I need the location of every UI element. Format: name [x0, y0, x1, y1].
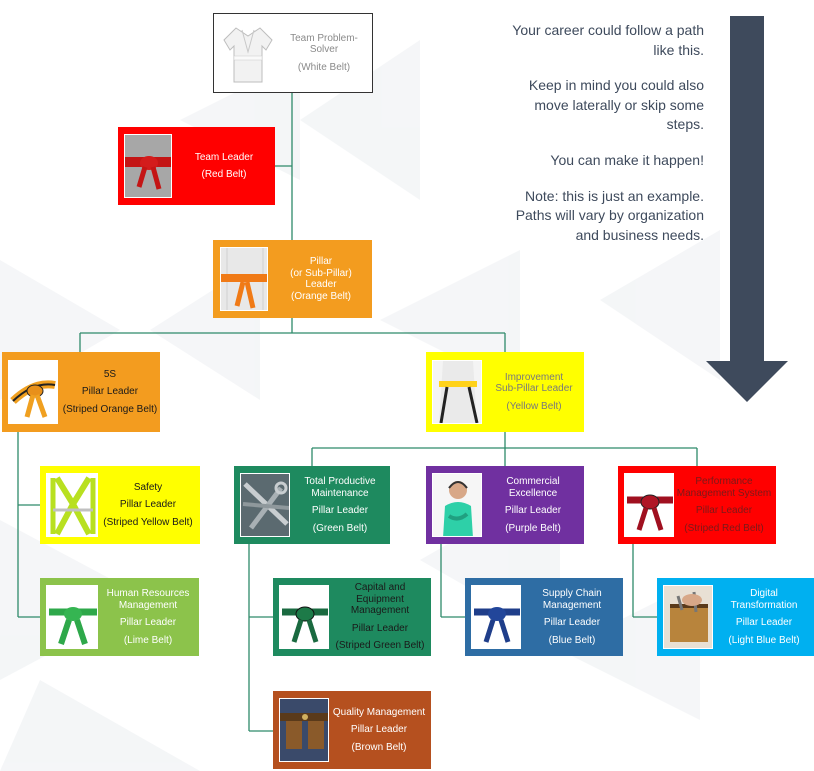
blue-belt-icon	[471, 585, 521, 649]
node-white-line1: Team Problem-	[290, 32, 358, 44]
down-arrow-icon	[706, 16, 788, 402]
node-improvement-line1: Improvement	[504, 371, 564, 383]
node-perf-belt: (Striped Red Belt)	[684, 522, 764, 534]
node-safety-belt: (Striped Yellow Belt)	[103, 516, 193, 528]
side-note: Your career could follow a path like thi…	[504, 21, 704, 261]
node-hr-line2: Management	[118, 599, 178, 611]
node-capital-belt: (Striped Green Belt)	[335, 640, 425, 652]
white-karate-gi-icon	[222, 22, 274, 86]
node-team-problem-solver: Team Problem- Solver (White Belt)	[213, 13, 373, 93]
node-commercial-line3: Pillar Leader	[504, 505, 562, 516]
node-orange-belt: (Orange Belt)	[290, 290, 352, 302]
node-digital-line3: Pillar Leader	[735, 617, 793, 628]
node-quality-line1: Quality Management	[332, 706, 426, 718]
yellow-belt-icon	[432, 360, 482, 424]
node-safety: Safety Pillar Leader (Striped Yellow Bel…	[40, 466, 200, 544]
node-digital-belt: (Light Blue Belt)	[728, 634, 800, 646]
node-digital-line2: Transformation	[730, 599, 798, 611]
node-capital-equipment: Capital and Equipment Management Pillar …	[273, 578, 431, 656]
node-orange-line1: Pillar	[309, 256, 333, 267]
red-belt-icon	[124, 134, 172, 198]
side-note-4: Note: this is just an example. Paths wil…	[515, 187, 704, 243]
node-commercial-excellence: Commercial Excellence Pillar Leader (Pur…	[426, 466, 584, 544]
node-quality-belt: (Brown Belt)	[351, 741, 407, 753]
wrench-tools-icon	[240, 473, 290, 537]
node-5s-line2: Pillar Leader	[81, 386, 139, 398]
striped-orange-belt-icon	[8, 360, 58, 424]
node-hr-line3: Pillar Leader	[119, 617, 177, 628]
node-5s: 5S Pillar Leader (Striped Orange Belt)	[2, 352, 160, 432]
node-improvement: Improvement Sub-Pillar Leader (Yellow Be…	[426, 352, 584, 432]
node-capital-line3: Management	[350, 605, 410, 617]
striped-red-belt-icon	[624, 473, 674, 537]
node-improvement-belt: (Yellow Belt)	[506, 400, 562, 412]
node-pillar-leader: Pillar (or Sub-Pillar) Leader (Orange Be…	[213, 240, 372, 318]
node-commercial-line1: Commercial	[506, 476, 560, 487]
node-tpm-line1: Total Productive	[304, 476, 376, 487]
striped-green-belt-icon	[279, 585, 329, 649]
node-capital-line2: Equipment	[356, 593, 404, 605]
node-white-line2: Solver	[309, 44, 339, 56]
node-orange-line3: Leader	[305, 279, 337, 290]
lime-belt-icon	[46, 585, 98, 649]
node-capital-line1: Capital and	[354, 582, 406, 594]
node-supply-line3: Pillar Leader	[543, 617, 601, 628]
node-digital-line1: Digital	[750, 588, 778, 599]
side-note-1: Your career could follow a path like thi…	[512, 22, 704, 58]
node-quality-management: Quality Management Pillar Leader (Brown …	[273, 691, 431, 769]
node-capital-line4: Pillar Leader	[351, 622, 409, 634]
side-note-2: Keep in mind you could also move lateral…	[528, 77, 704, 133]
node-improvement-line2: Sub-Pillar Leader	[495, 383, 573, 395]
node-performance-management: Performance Management System Pillar Lea…	[618, 466, 776, 544]
node-commercial-belt: (Purple Belt)	[505, 522, 561, 534]
node-red-belt: (Red Belt)	[201, 169, 247, 180]
node-supply-line2: Management	[542, 599, 602, 611]
node-tpm-belt: (Green Belt)	[312, 522, 368, 534]
node-safety-line1: Safety	[133, 481, 163, 493]
orange-belt-icon	[220, 247, 268, 311]
node-perf-line3: Pillar Leader	[695, 505, 753, 516]
node-orange-line2: (or Sub-Pillar)	[290, 267, 352, 279]
tool-belt-icon	[663, 585, 713, 649]
node-supply-line1: Supply Chain	[542, 588, 602, 599]
node-tpm-line2: Maintenance	[311, 487, 369, 499]
node-commercial-line2: Excellence	[508, 487, 558, 499]
node-5s-belt: (Striped Orange Belt)	[62, 403, 158, 415]
node-red-line1: Team Leader	[194, 151, 254, 163]
brown-tool-belt-icon	[279, 698, 329, 762]
node-safety-line2: Pillar Leader	[119, 499, 177, 511]
node-quality-line2: Pillar Leader	[350, 724, 408, 736]
node-tpm: Total Productive Maintenance Pillar Lead…	[234, 466, 390, 544]
node-hr-belt: (Lime Belt)	[123, 634, 173, 646]
node-human-resources: Human Resources Management Pillar Leader…	[40, 578, 199, 656]
safety-vest-icon	[46, 473, 98, 537]
person-headset-icon	[432, 473, 482, 537]
node-perf-line2: Management System	[676, 487, 772, 499]
node-supply-belt: (Blue Belt)	[548, 634, 596, 646]
node-digital-transformation: Digital Transformation Pillar Leader (Li…	[657, 578, 814, 656]
node-5s-line1: 5S	[103, 368, 117, 380]
node-white-belt: (White Belt)	[297, 61, 351, 73]
node-team-leader: Team Leader (Red Belt)	[118, 127, 275, 205]
node-hr-line1: Human Resources	[106, 588, 190, 599]
side-note-3: You can make it happen!	[550, 151, 704, 168]
node-perf-line1: Performance	[695, 476, 753, 487]
node-supply-chain: Supply Chain Management Pillar Leader (B…	[465, 578, 623, 656]
node-tpm-line3: Pillar Leader	[311, 505, 369, 516]
